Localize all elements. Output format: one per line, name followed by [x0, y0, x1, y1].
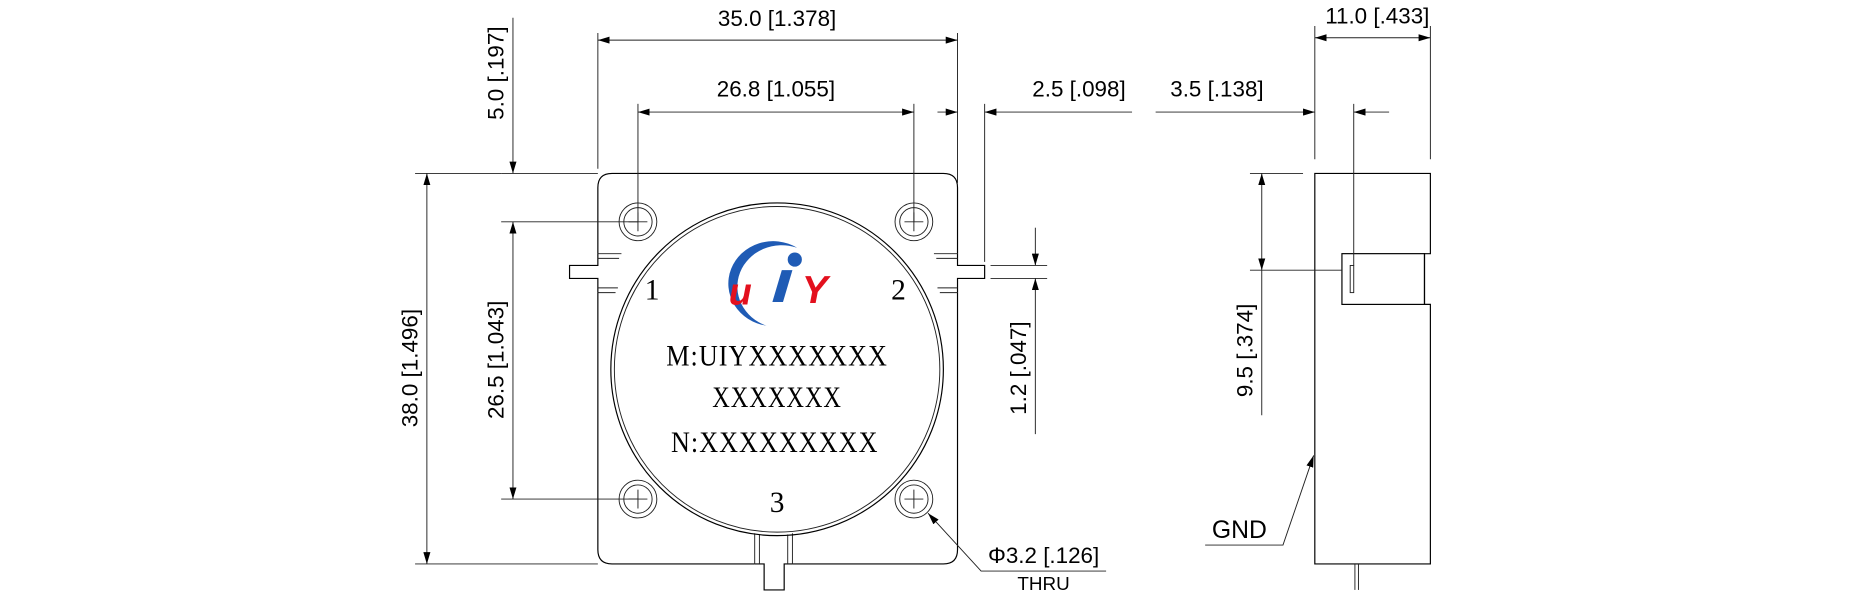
port-2-label: 2	[891, 275, 906, 307]
dim-tab-thickness-text: 1.2 [.047]	[1006, 321, 1031, 414]
model-marking: M:UIYXXXXXXX	[666, 341, 888, 373]
side-housing-outline	[1314, 172, 1431, 590]
dim-overall-height: 38.0 [1.496]	[397, 172, 598, 565]
svg-text:Y: Y	[802, 269, 831, 312]
housing-outline	[568, 172, 986, 591]
mounting-hole	[894, 479, 934, 519]
dim-hole-spacing-y: 26.5 [1.043]	[484, 221, 638, 500]
gnd-callout: GND	[1205, 455, 1315, 546]
dim-hole-offset-top: 5.0 [.197]	[484, 17, 638, 223]
ferrite-disc	[610, 202, 944, 537]
dim-pin-offset-text: 3.5 [.138]	[1170, 77, 1263, 102]
dim-hole-diameter: Φ3.2 [.126] THRU	[927, 512, 1107, 594]
serial-marking: N:XXXXXXXXX	[671, 427, 879, 459]
svg-text:u: u	[729, 270, 752, 312]
port-3-label: 3	[770, 487, 785, 519]
model-marking-line-2: XXXXXXX	[712, 382, 842, 414]
dim-hole-diameter-text: Φ3.2 [.126]	[988, 543, 1099, 568]
dim-tab-length: 2.5 [.098]	[937, 77, 1133, 262]
gnd-label: GND	[1212, 517, 1267, 544]
front-view: 1 2 3 u Y M:UIYXXXXXXX XXXXXXX N:XXXXXXX…	[397, 6, 1133, 594]
dim-overall-thickness-text: 11.0 [.433]	[1325, 4, 1429, 29]
dim-hole-spacing-x-text: 26.8 [1.055]	[717, 77, 835, 102]
uiy-logo: u Y	[728, 241, 831, 326]
dim-pin-height-text: 9.5 [.374]	[1232, 304, 1257, 397]
side-view: 11.0 [.433] 3.5 [.138] 9.5 [.374] GND	[1155, 4, 1431, 590]
dim-hole-offset-top-text: 5.0 [.197]	[484, 26, 509, 119]
dim-hole-spacing-y-text: 26.5 [1.043]	[484, 301, 509, 419]
dim-overall-height-text: 38.0 [1.496]	[397, 309, 422, 427]
dim-tab-thickness: 1.2 [.047]	[990, 227, 1048, 435]
port-1-label: 1	[645, 275, 660, 307]
dim-pin-height: 9.5 [.374]	[1232, 172, 1342, 416]
dim-tab-length-text: 2.5 [.098]	[1032, 77, 1125, 102]
dim-overall-width: 35.0 [1.378]	[597, 6, 958, 183]
dim-hole-spacing-x: 26.8 [1.055]	[637, 77, 915, 222]
dim-overall-width-text: 35.0 [1.378]	[718, 6, 836, 31]
dim-pin-offset: 3.5 [.138]	[1155, 77, 1390, 266]
dim-overall-thickness: 11.0 [.433]	[1314, 4, 1431, 160]
dim-hole-note: THRU	[1017, 573, 1069, 594]
